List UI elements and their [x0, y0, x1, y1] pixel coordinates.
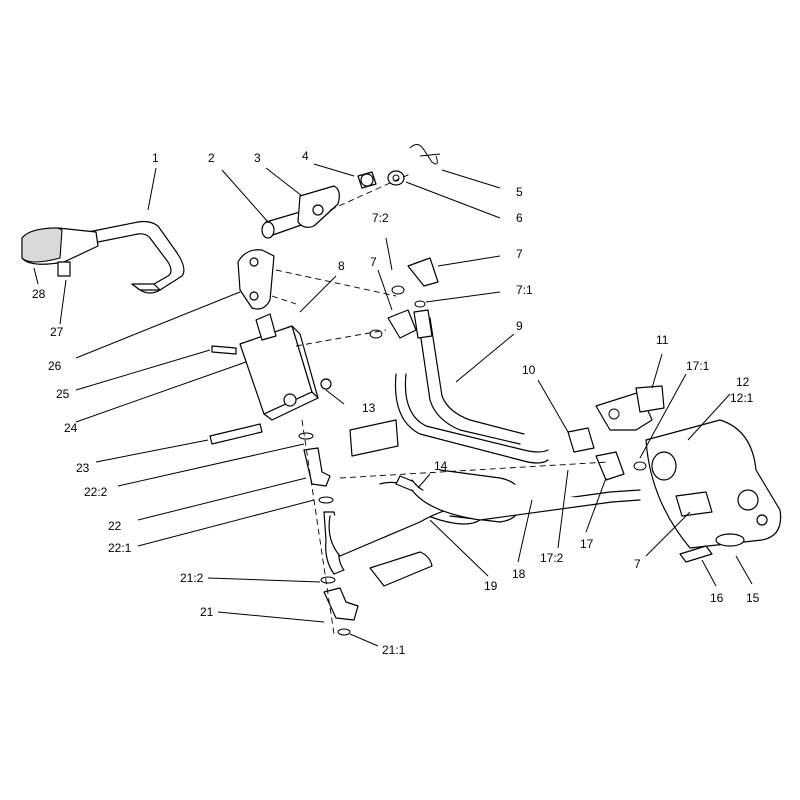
- label-6: 6: [516, 211, 523, 225]
- label-22: 22: [108, 519, 122, 533]
- label-23: 23: [76, 461, 90, 475]
- shift-lever: [21, 220, 185, 294]
- label-10: 10: [522, 363, 536, 377]
- label-17: 17: [580, 537, 594, 551]
- valve-block: [209, 313, 332, 445]
- label-19: 19: [484, 579, 498, 593]
- elbow-fittings: [369, 257, 439, 339]
- label-7-bottom: 7: [634, 557, 641, 571]
- label-27: 27: [50, 325, 64, 339]
- hoses: [328, 317, 641, 587]
- label-9: 9: [516, 319, 523, 333]
- alignment-lines: [271, 173, 609, 635]
- label-13: 13: [362, 401, 376, 415]
- label-26: 26: [48, 359, 62, 373]
- label-11: 11: [656, 333, 669, 347]
- label-17-1-top: 17:1: [686, 359, 710, 373]
- upper-linkage: [237, 144, 441, 310]
- label-3: 3: [254, 151, 261, 165]
- label-14: 14: [434, 459, 448, 473]
- leader-lines: [33, 163, 753, 647]
- label-7-mid: 7: [370, 255, 377, 269]
- label-7-top: 7: [516, 247, 523, 261]
- label-21-1: 21:1: [382, 643, 406, 657]
- label-2: 2: [208, 151, 215, 165]
- label-22-2: 22:2: [84, 485, 108, 499]
- label-12-1: 12:1: [730, 391, 754, 405]
- label-21-2: 21:2: [180, 571, 204, 585]
- label-7-1: 7:1: [516, 283, 533, 297]
- label-28: 28: [32, 287, 46, 301]
- label-12: 12: [736, 375, 750, 389]
- cylinder: [567, 385, 782, 563]
- label-17-2: 17:2: [540, 551, 564, 565]
- label-18: 18: [512, 567, 526, 581]
- label-16: 16: [710, 591, 724, 605]
- label-21: 21: [200, 605, 214, 619]
- label-25: 25: [56, 387, 70, 401]
- label-5: 5: [516, 185, 523, 199]
- label-1: 1: [152, 151, 159, 165]
- label-8: 8: [338, 259, 345, 273]
- label-24: 24: [64, 421, 78, 435]
- label-22-1: 22:1: [108, 541, 132, 555]
- label-15: 15: [746, 591, 760, 605]
- part-labels: 1 2 3 4 5 6 7:2 7 7 7:1 8 9 10 11 17:1 1…: [32, 149, 760, 657]
- label-4: 4: [302, 149, 309, 163]
- label-7-2-top: 7:2: [372, 211, 389, 225]
